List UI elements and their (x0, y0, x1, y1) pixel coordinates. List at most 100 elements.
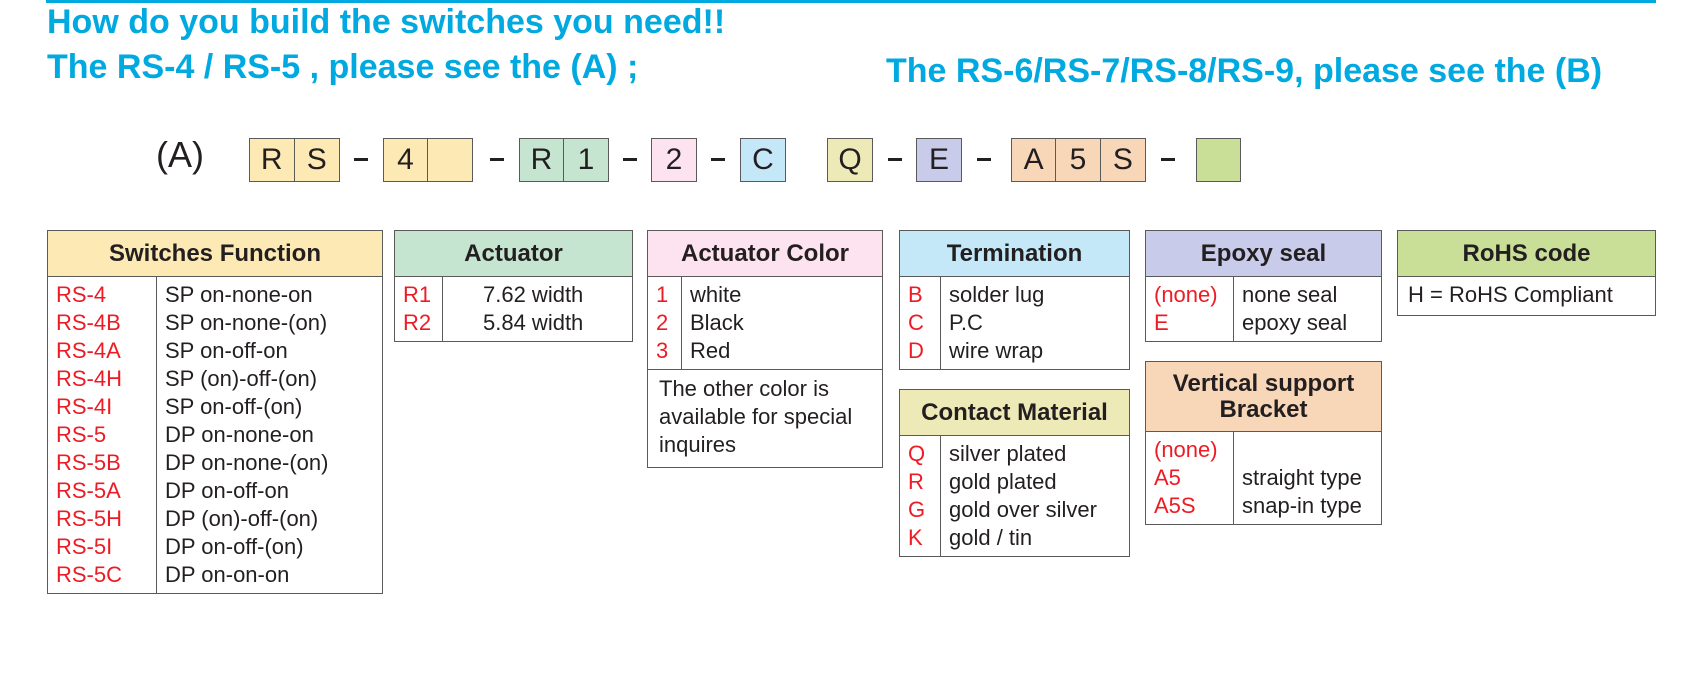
bracket-desc: snap-in type (1242, 493, 1362, 518)
code-cell (428, 139, 472, 181)
color-desc: white (690, 282, 742, 307)
color-code: 2 (656, 310, 669, 335)
code-cell: R (520, 139, 565, 181)
epoxy-codes: (none) E (1146, 277, 1234, 341)
contact-descriptions: silver plated gold plated gold over silv… (941, 436, 1097, 556)
color-note-line: inquires (659, 432, 737, 457)
contact-code: K (908, 525, 923, 550)
function-desc: SP on-off-on (165, 338, 288, 363)
heading-line-2a: The RS-4 / RS-5 , please see the (A) ; (47, 48, 639, 86)
code-cell: 4 (384, 139, 429, 181)
actuator-desc: 5.84 width (483, 310, 584, 335)
color-note-line: The other color is (659, 376, 829, 401)
top-rule (46, 0, 1656, 3)
function-code: RS-5I (56, 534, 113, 559)
actuator-title: Actuator (395, 231, 632, 277)
bracket-code: A5 (1154, 465, 1181, 490)
code-group-contact: Q (827, 138, 873, 182)
termination-code: C (908, 310, 924, 335)
switches-function-table: Switches Function RS-4 RS-4B RS-4A RS-4H… (47, 230, 383, 594)
contact-desc: gold plated (949, 469, 1057, 494)
dash (354, 158, 368, 161)
code-cell: A (1012, 139, 1057, 181)
actuator-desc: 7.62 width (483, 282, 584, 307)
code-group-series: R S (249, 138, 340, 182)
function-desc: DP on-off-(on) (165, 534, 304, 559)
epoxy-seal-title: Epoxy seal (1146, 231, 1381, 277)
termination-code: B (908, 282, 923, 307)
code-cell: 2 (665, 143, 683, 176)
rohs-line: H = RoHS Compliant (1408, 282, 1613, 307)
function-desc: DP on-on-on (165, 562, 290, 587)
termination-descriptions: solder lug P.C wire wrap (941, 277, 1044, 369)
color-note: The other color is available for special… (648, 369, 882, 467)
contact-desc: gold / tin (949, 525, 1033, 550)
code-group-epoxy: E (916, 138, 962, 182)
termination-desc: P.C (949, 310, 983, 335)
color-desc: Black (690, 310, 744, 335)
bracket-codes: (none) A5 A5S (1146, 432, 1234, 524)
function-desc: DP (on)-off-(on) (165, 506, 319, 531)
termination-desc: wire wrap (949, 338, 1044, 363)
actuator-codes: R1 R2 (395, 277, 443, 341)
color-desc: Red (690, 338, 731, 363)
code-cell: R (250, 139, 295, 181)
code-label: (A) (156, 134, 204, 175)
contact-material-table: Contact Material Q R G K silver plated g… (899, 389, 1130, 557)
rohs-title: RoHS code (1398, 231, 1655, 277)
function-code: RS-5H (56, 506, 123, 531)
function-desc: DP on-none-on (165, 422, 314, 447)
switches-function-title: Switches Function (48, 231, 382, 277)
bracket-desc (1242, 436, 1362, 464)
contact-code: G (908, 497, 926, 522)
bracket-code: (none) (1154, 437, 1218, 462)
actuator-code: R1 (403, 282, 432, 307)
code-group-rohs (1196, 138, 1241, 182)
function-desc: SP on-off-(on) (165, 394, 303, 419)
vertical-support-title-line: Vertical support (1172, 369, 1355, 397)
dash (711, 158, 725, 161)
color-descriptions: white Black Red (682, 277, 744, 369)
code-group-actuator: R 1 (519, 138, 609, 182)
epoxy-desc: epoxy seal (1242, 310, 1348, 335)
color-codes: 1 2 3 (648, 277, 682, 369)
dash (623, 158, 637, 161)
termination-desc: solder lug (949, 282, 1045, 307)
epoxy-code: E (1154, 310, 1169, 335)
code-group-actuator-color: 2 (651, 138, 697, 182)
heading-line-1: How do you build the switches you need!! (47, 3, 726, 41)
function-code: RS-5C (56, 562, 123, 587)
function-desc: DP on-none-(on) (165, 450, 329, 475)
termination-table: Termination B C D solder lug P.C wire wr… (899, 230, 1130, 370)
vertical-support-title-line: Bracket (1219, 395, 1308, 423)
dash (490, 158, 504, 161)
contact-code: R (908, 469, 924, 494)
code-cell: Q (838, 143, 862, 176)
bracket-descriptions: straight type snap-in type (1234, 432, 1362, 524)
dash (977, 158, 991, 161)
color-note-line: available for special (659, 404, 853, 429)
function-code: RS-4A (56, 338, 121, 363)
code-group-bracket: A 5 S (1011, 138, 1146, 182)
function-desc: SP on-none-(on) (165, 310, 328, 335)
bracket-desc: straight type (1242, 465, 1362, 490)
actuator-descriptions: 7.62 width 5.84 width (443, 277, 583, 341)
function-code: RS-4H (56, 366, 123, 391)
actuator-code: R2 (403, 310, 432, 335)
function-code: RS-5A (56, 478, 121, 503)
dash (888, 158, 902, 161)
function-code: RS-5B (56, 450, 121, 475)
function-desc: DP on-off-on (165, 478, 289, 503)
function-codes: RS-4 RS-4B RS-4A RS-4H RS-4I RS-5 RS-5B … (48, 277, 157, 593)
code-group-function: 4 (383, 138, 473, 182)
actuator-table: Actuator R1 R2 7.62 width 5.84 width (394, 230, 633, 342)
contact-codes: Q R G K (900, 436, 941, 556)
contact-desc: silver plated (949, 441, 1067, 466)
epoxy-descriptions: none seal epoxy seal (1234, 277, 1347, 341)
color-code: 1 (656, 282, 669, 307)
code-group-termination: C (740, 138, 786, 182)
termination-codes: B C D (900, 277, 941, 369)
function-code: RS-5 (56, 422, 107, 447)
termination-title: Termination (900, 231, 1129, 277)
code-cell: S (1112, 143, 1133, 176)
